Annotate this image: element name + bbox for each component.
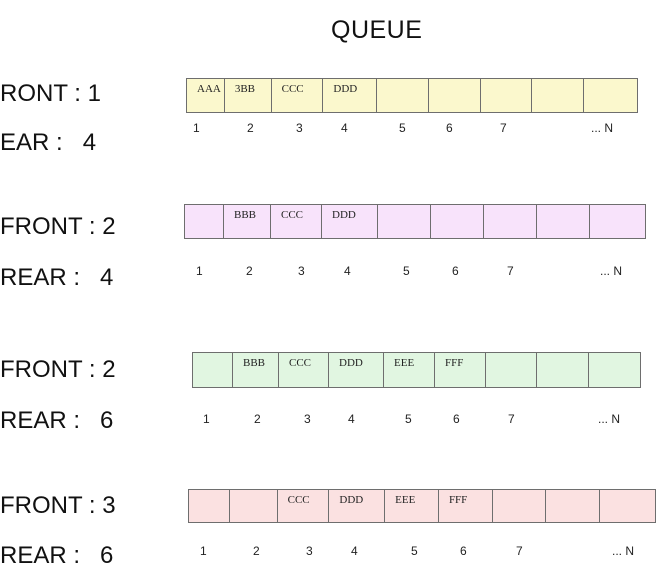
queue-cell: EEE — [383, 353, 434, 387]
index-label: 5 — [405, 412, 412, 426]
rear-label: REAR : 6 — [0, 407, 114, 434]
queue-cell — [531, 79, 583, 112]
queue-cell — [545, 490, 599, 522]
index-label: 4 — [341, 121, 348, 135]
queue-cell: CCC — [270, 205, 321, 238]
queue-cell: DDD — [328, 353, 383, 387]
index-label: 1 — [196, 264, 203, 278]
queue-cell — [588, 353, 640, 387]
index-label: 7 — [500, 121, 507, 135]
index-label: 5 — [403, 264, 410, 278]
rear-label: EAR : 4 — [0, 129, 97, 156]
queue-title: QUEUE — [331, 16, 423, 44]
index-label: 6 — [453, 412, 460, 426]
index-label: 6 — [446, 121, 453, 135]
index-label: ... N — [600, 264, 623, 278]
queue-cell: DDD — [328, 490, 384, 522]
index-label: 4 — [351, 544, 358, 558]
index-label: ... N — [598, 412, 621, 426]
index-label: 1 — [200, 544, 207, 558]
index-label: 2 — [247, 121, 254, 135]
index-label: 4 — [348, 412, 355, 426]
queue-cell — [430, 205, 483, 238]
front-label: RONT : 1 — [0, 80, 101, 107]
queue-cell — [185, 205, 223, 238]
index-label: 7 — [516, 544, 523, 558]
index-label: 3 — [296, 121, 303, 135]
queue-cell: BBB — [223, 205, 270, 238]
queue-cell: FFF — [434, 353, 485, 387]
index-label: 5 — [399, 121, 406, 135]
index-label: 2 — [253, 544, 260, 558]
index-label: ... N — [612, 544, 635, 558]
index-label: 3 — [304, 412, 311, 426]
queue-cell: BBB — [232, 353, 278, 387]
queue-cell — [485, 353, 536, 387]
queue-cell: EEE — [384, 490, 438, 522]
index-label: 4 — [344, 264, 351, 278]
index-label: 6 — [460, 544, 467, 558]
front-label: FRONT : 2 — [0, 356, 116, 383]
queue-cell: DDD — [321, 205, 377, 238]
index-label: 7 — [507, 264, 514, 278]
front-label: FRONT : 2 — [0, 213, 116, 240]
queue-cell: CCC — [270, 79, 323, 112]
rear-label: REAR : 6 — [0, 542, 114, 569]
queue-cell — [599, 490, 655, 522]
index-label: ... N — [591, 121, 614, 135]
queue-cell — [228, 490, 277, 522]
rear-label: REAR : 4 — [0, 264, 114, 291]
queue-cell: DDD — [322, 79, 376, 112]
index-label: 1 — [193, 121, 200, 135]
front-label: FRONT : 3 — [0, 492, 116, 519]
index-label: 1 — [203, 412, 210, 426]
queue-cell: 3BB — [223, 79, 271, 112]
index-label: 7 — [508, 412, 515, 426]
index-label: 6 — [452, 264, 459, 278]
queue-cell — [589, 205, 645, 238]
index-label: 3 — [298, 264, 305, 278]
queue-cell — [193, 353, 232, 387]
queue-cell: AAA — [197, 83, 221, 95]
queue-cell — [536, 353, 588, 387]
index-label: 2 — [246, 264, 253, 278]
queue-cell: FFF — [437, 490, 492, 522]
queue-cell — [483, 205, 536, 238]
queue-cell — [479, 79, 532, 112]
index-label: 2 — [254, 412, 261, 426]
queue-cell — [376, 79, 428, 112]
queue-cell — [583, 79, 637, 112]
queue-cell — [491, 490, 546, 522]
queue-cell — [427, 79, 480, 112]
queue-cell — [377, 205, 430, 238]
index-label: 3 — [306, 544, 313, 558]
index-label: 5 — [411, 544, 418, 558]
queue-cell — [536, 205, 589, 238]
queue-cell: CCC — [278, 353, 328, 387]
queue-cell — [189, 490, 229, 522]
queue-cell: CCC — [276, 490, 329, 522]
